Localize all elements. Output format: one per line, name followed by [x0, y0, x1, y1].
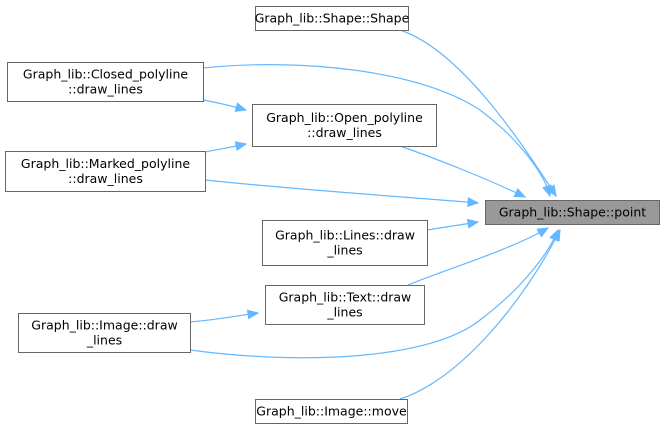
node-label-line: ::draw_lines: [307, 125, 382, 140]
edge-lines_draw-to-point: [426, 218, 480, 231]
edge-arrowhead: [467, 197, 480, 208]
edge-line: [189, 229, 559, 359]
edge-arrowhead: [466, 218, 480, 229]
edge-arrowhead: [234, 102, 248, 112]
node-label-line: ::draw_lines: [68, 82, 143, 97]
node-box: [255, 6, 409, 31]
node-label-line: Graph_lib::Lines::draw: [275, 228, 415, 243]
node-label-line: _lines: [326, 243, 362, 258]
node-label-line: Graph_lib::Text::draw: [279, 290, 412, 305]
nodes-layer: Graph_lib::Shape::ShapeGraph_lib::Closed…: [5, 6, 660, 424]
node-label-line: Graph_lib::Shape::point: [499, 205, 646, 220]
node-label-line: Graph_lib::Marked_polyline: [21, 156, 190, 171]
node-box: [252, 104, 437, 147]
node-text-draw[interactable]: Graph_lib::Text::draw_lines: [265, 285, 425, 325]
node-label-line: Graph_lib::Closed_polyline: [23, 67, 188, 82]
edge-marked_polyline-to-point: [204, 179, 480, 208]
edge-closed_polyline-to-open_polyline: [202, 99, 248, 112]
node-box: [7, 62, 204, 102]
edge-arrowhead: [234, 141, 248, 151]
node-point[interactable]: Graph_lib::Shape::point: [485, 200, 660, 225]
edge-line: [202, 64, 551, 197]
edge-image_move-to-point: [399, 228, 561, 400]
node-closed-polyline[interactable]: Graph_lib::Closed_polyline::draw_lines: [7, 62, 204, 102]
node-label-line: Graph_lib::Shape::Shape: [255, 11, 410, 26]
node-label-line: Graph_lib::Open_polyline: [266, 110, 423, 125]
edge-image_draw-to-text_draw: [189, 309, 260, 323]
edge-arrowhead: [550, 228, 561, 242]
edge-arrowhead: [246, 309, 260, 320]
node-image-move[interactable]: Graph_lib::Image::move: [255, 399, 408, 424]
node-label-line: ::draw_lines: [68, 171, 143, 186]
target-node-box: [485, 200, 660, 225]
edge-line: [399, 29, 557, 197]
edge-arrowhead: [536, 227, 550, 238]
edge-line: [407, 227, 549, 286]
node-label-line: Graph_lib::Image::move: [256, 404, 407, 419]
node-marked-polyline[interactable]: Graph_lib::Marked_polyline::draw_lines: [5, 151, 206, 192]
edge-line: [399, 229, 561, 400]
edge-open_polyline-to-point: [399, 145, 527, 198]
node-box: [262, 220, 428, 266]
edge-closed_polyline-to-point: [202, 64, 552, 198]
node-box: [255, 399, 408, 424]
edge-line: [399, 145, 526, 198]
edge-marked_polyline-to-open_polyline: [204, 141, 248, 153]
edge-text_draw-to-point: [407, 227, 550, 286]
edge-line: [204, 179, 479, 204]
edges-layer: [189, 29, 561, 400]
node-label-line: _lines: [86, 333, 122, 348]
node-box: [265, 285, 425, 325]
node-shape-shape[interactable]: Graph_lib::Shape::Shape: [255, 6, 410, 31]
node-open-polyline[interactable]: Graph_lib::Open_polyline::draw_lines: [252, 104, 437, 147]
node-label-line: Graph_lib::Image::draw: [31, 318, 177, 333]
node-image-draw[interactable]: Graph_lib::Image::draw_lines: [18, 313, 191, 353]
edge-arrowhead: [542, 184, 552, 198]
edge-arrowhead: [513, 187, 527, 198]
node-box: [18, 313, 191, 353]
node-lines-draw[interactable]: Graph_lib::Lines::draw_lines: [262, 220, 428, 266]
node-box: [5, 151, 206, 192]
node-label-line: _lines: [326, 305, 362, 320]
